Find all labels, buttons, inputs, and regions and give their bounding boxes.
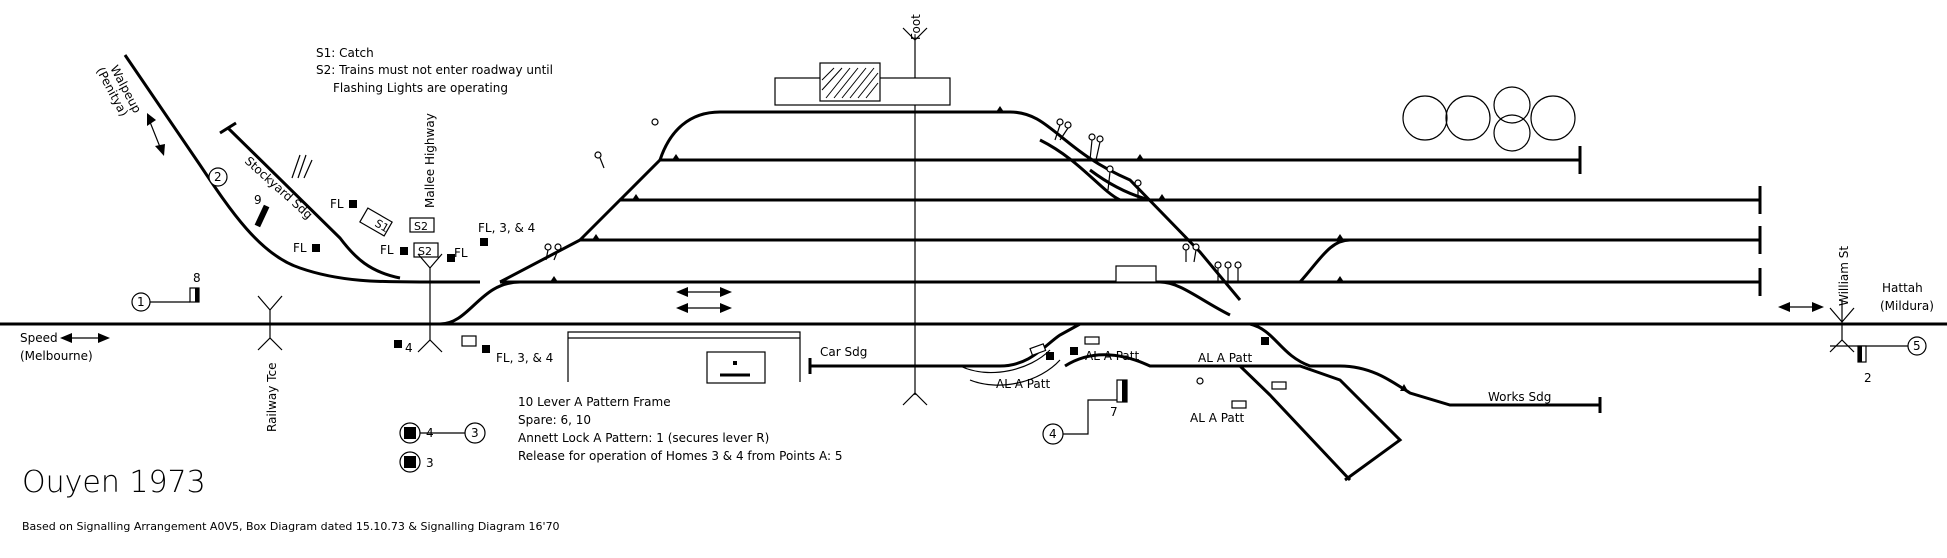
al-patt-label-1: AL A Patt	[1085, 349, 1139, 363]
al-a-patt-arc	[959, 349, 1051, 374]
loop-road	[500, 280, 1231, 317]
lever-4: 4	[426, 426, 434, 440]
frame-info-2: Spare: 6, 10	[518, 413, 591, 427]
stockyard-siding	[226, 126, 401, 280]
direction-arrow-hattah	[1778, 302, 1824, 312]
stockyard-label: Stockyard Sdg	[242, 154, 315, 222]
instrument-box-1	[461, 335, 477, 347]
foot-label: Foot	[909, 14, 923, 40]
lever-3b: 3	[426, 456, 434, 470]
frame-info-1: 10 Lever A Pattern Frame	[518, 395, 671, 409]
railway-tce-crossing	[257, 295, 283, 351]
source-note: Based on Signalling Arrangement A0V5, Bo…	[22, 520, 560, 533]
foot-crossing-bottom	[902, 392, 928, 406]
yard-road-5	[658, 110, 1242, 301]
al-a-patt-arc-2	[969, 359, 1061, 386]
signal-3-4	[399, 422, 486, 473]
lever-3: 3	[471, 426, 479, 440]
water-tanks-icon	[1402, 86, 1576, 152]
foot-crossing-top	[902, 27, 928, 41]
flashing-light-box-2	[409, 217, 435, 233]
railway-tce-label: Railway Tce	[265, 363, 279, 432]
al-patt-label-3: AL A Patt	[996, 377, 1050, 391]
william-st-crossing	[1829, 300, 1855, 353]
page-title: Ouyen 1973	[22, 465, 206, 500]
note-s1: S1: Catch	[316, 46, 374, 60]
mildura-label: (Mildura)	[1880, 299, 1934, 313]
lever-4b: 4	[405, 341, 413, 355]
direction-arrow-walpeup	[147, 113, 165, 156]
mallee-highway-label: Mallee Highway	[423, 113, 437, 208]
works-siding	[1249, 322, 1600, 407]
frame-info-4: Release for operation of Homes 3 & 4 fro…	[518, 449, 843, 463]
platform-outline	[567, 331, 801, 382]
fl34-label-top: FL, 3, & 4	[478, 221, 535, 235]
lever-2: 2	[214, 170, 222, 184]
lever-9: 9	[254, 193, 262, 207]
stockyard-buffer	[219, 121, 237, 135]
fl-signals	[312, 200, 1269, 360]
note-s2-line2: Flashing Lights are operating	[333, 81, 508, 95]
signal-2	[208, 167, 270, 228]
s1-tag: S1	[373, 217, 392, 235]
ground-discs	[544, 118, 1242, 385]
station-office	[819, 62, 881, 102]
mallee-highway-crossing	[417, 253, 443, 353]
signal-box	[706, 351, 766, 384]
s2-tag-1: S2	[414, 220, 428, 233]
station-hatching	[821, 67, 879, 99]
works-connection	[1238, 364, 1352, 482]
al-a-patt-boxes	[1029, 265, 1287, 409]
lower-road	[1064, 353, 1403, 482]
yard-road-crossover-a	[1039, 138, 1121, 202]
lever-8: 8	[193, 271, 201, 285]
fl-label-3: FL	[380, 243, 394, 257]
lever-2b: 2	[1864, 371, 1872, 385]
al-patt-label-2: AL A Patt	[1198, 351, 1252, 365]
lever-7: 7	[1110, 405, 1118, 419]
walpeup-branch	[123, 54, 480, 284]
fl34-label-bottom: FL, 3, & 4	[496, 351, 553, 365]
hattah-label: Hattah	[1882, 281, 1923, 295]
s2-tag-2: S2	[418, 245, 432, 258]
speed-label: Speed	[20, 331, 58, 345]
signal-box-marker	[733, 361, 737, 365]
frame-info-3: Annett Lock A Pattern: 1 (secures lever …	[518, 431, 769, 445]
stockyard-pens-icon	[291, 154, 313, 179]
fl-label-1: FL	[330, 197, 344, 211]
works-sdg-label: Works Sdg	[1488, 390, 1551, 404]
lever-5: 5	[1913, 339, 1921, 353]
home-signal-1	[131, 287, 200, 312]
direction-arrow-speed	[60, 333, 110, 343]
signal-4-home	[1042, 379, 1128, 445]
flashing-light-box-1	[359, 207, 393, 237]
yard-road-crossover-b	[1089, 168, 1151, 202]
car-sdg-label: Car Sdg	[820, 345, 867, 359]
al-patt-label-4: AL A Patt	[1190, 411, 1244, 425]
home-signal-5	[1830, 336, 1927, 363]
yard-road-1	[439, 280, 1760, 326]
fl-label-4: FL	[454, 246, 468, 260]
yard-road-crossover-c	[1298, 238, 1351, 284]
melbourne-label: (Melbourne)	[20, 349, 93, 363]
lever-4c: 4	[1049, 427, 1057, 441]
flashing-light-box-3	[413, 242, 439, 258]
william-st-label: William St	[1837, 246, 1851, 306]
note-s2-line1: S2: Trains must not enter roadway until	[316, 63, 553, 77]
direction-arrows-platform	[676, 287, 732, 313]
fl-label-2: FL	[293, 241, 307, 255]
track-markers	[550, 106, 1408, 391]
lever-1: 1	[137, 295, 145, 309]
